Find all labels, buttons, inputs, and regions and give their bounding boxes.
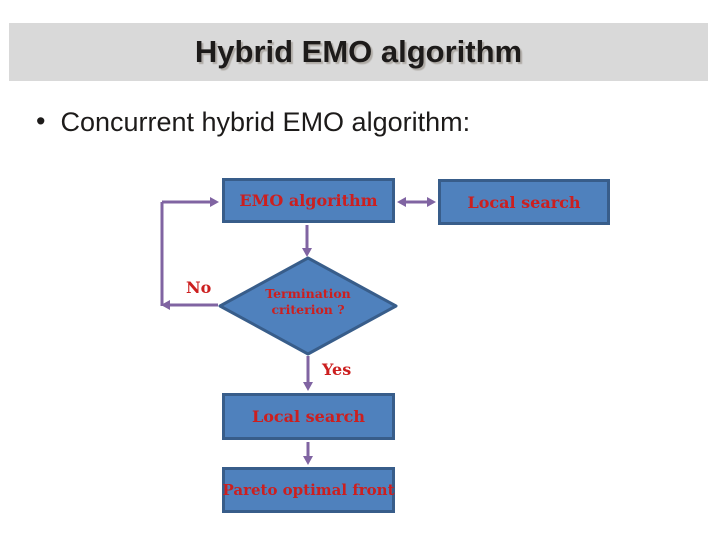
page-title: Hybrid EMO algorithm — [194, 34, 523, 69]
double-arrow-right-head-icon — [427, 197, 436, 207]
node-local-search-top-label: Local search — [467, 192, 581, 212]
node-local-search-bottom-label: Local search — [251, 407, 366, 426]
loop-left-head-icon — [161, 300, 170, 310]
double-arrow-left-head-icon — [397, 197, 406, 207]
arrow-decision-to-localsearch-head-icon — [303, 382, 313, 391]
node-emo-algorithm: EMO algorithm — [222, 178, 395, 223]
node-local-search-top: Local search — [438, 179, 610, 225]
node-pareto-optimal-front-label: Pareto optimal front — [222, 481, 395, 499]
node-emo-algorithm-label: EMO algorithm — [239, 191, 378, 210]
arrow-localsearch-to-pareto-head-icon — [303, 456, 313, 465]
loop-right-head-icon — [210, 197, 219, 207]
branch-label-yes: Yes — [322, 360, 352, 379]
bullet-icon: • — [36, 106, 46, 136]
slide-title-bar: Hybrid EMO algorithm — [9, 23, 708, 81]
bullet-line: • Concurrent hybrid EMO algorithm: — [36, 104, 676, 140]
node-pareto-optimal-front: Pareto optimal front — [222, 467, 395, 513]
arrow-emo-to-decision-head-icon — [302, 248, 312, 257]
bullet-text: Concurrent hybrid EMO algorithm: — [60, 107, 471, 137]
decision-diamond-shape — [218, 256, 398, 356]
node-local-search-bottom: Local search — [222, 393, 395, 440]
node-decision-label: Termination criterion ? — [265, 286, 351, 318]
branch-label-no: No — [186, 278, 212, 297]
